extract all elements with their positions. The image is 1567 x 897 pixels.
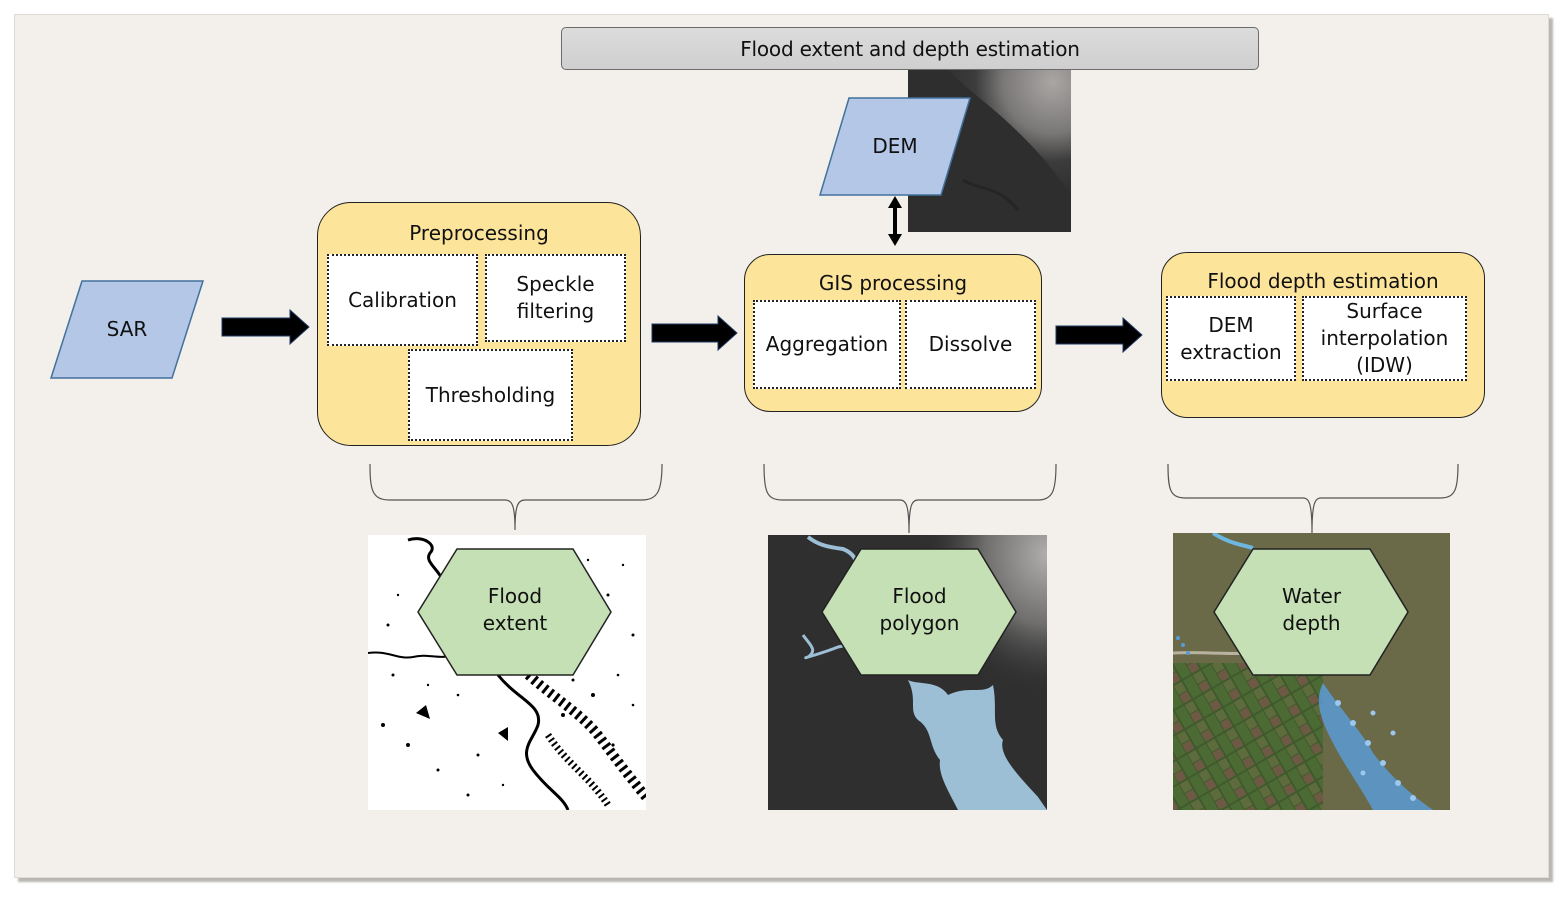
step-speckle-filtering: Speckle filtering xyxy=(485,254,626,342)
bidirectional-arrow-icon xyxy=(888,196,902,246)
stage-preprocessing-title: Preprocessing xyxy=(409,221,549,245)
brace-gis xyxy=(763,463,1057,534)
sar-input-shape xyxy=(49,280,205,379)
output-flood-extent-hexagon xyxy=(417,548,612,676)
arrow-sar-to-preprocessing-icon xyxy=(221,308,310,346)
step-aggregation: Aggregation xyxy=(753,300,901,389)
step-surface-interpolation: Surface interpolation (IDW) xyxy=(1302,296,1467,381)
dem-input-label: DEM xyxy=(872,134,918,158)
step-calibration: Calibration xyxy=(327,254,478,346)
diagram-title: Flood extent and depth estimation xyxy=(561,27,1259,70)
dem-image-graphic xyxy=(948,70,1071,211)
step-dissolve: Dissolve xyxy=(905,300,1036,389)
output-water-depth-label: Water depth xyxy=(1281,584,1342,635)
output-water-depth-hexagon xyxy=(1213,548,1409,676)
flood-extent-graphic xyxy=(368,537,646,810)
arrow-gis-to-depth-icon xyxy=(1055,316,1143,354)
arrow-preprocessing-to-gis-icon xyxy=(651,314,738,352)
stage-preprocessing: Preprocessing Calibration Speckle filter… xyxy=(317,202,641,446)
stage-flood-depth-estimation: Flood depth estimation DEM extraction Su… xyxy=(1161,252,1485,418)
output-flood-extent-label: Flood extent xyxy=(482,584,548,635)
stage-gis-title: GIS processing xyxy=(818,271,968,295)
sar-input-label: SAR xyxy=(106,317,148,341)
stage-depth-title: Flood depth estimation xyxy=(1207,269,1439,293)
brace-preprocessing xyxy=(369,463,663,531)
step-dem-extraction: DEM extraction xyxy=(1166,296,1296,381)
stage-gis-processing: GIS processing Aggregation Dissolve xyxy=(744,254,1042,412)
step-thresholding: Thresholding xyxy=(408,349,573,441)
output-flood-polygon-hexagon xyxy=(821,548,1017,676)
output-flood-polygon-label: Flood polygon xyxy=(879,584,960,635)
dem-input-shape xyxy=(818,97,972,196)
